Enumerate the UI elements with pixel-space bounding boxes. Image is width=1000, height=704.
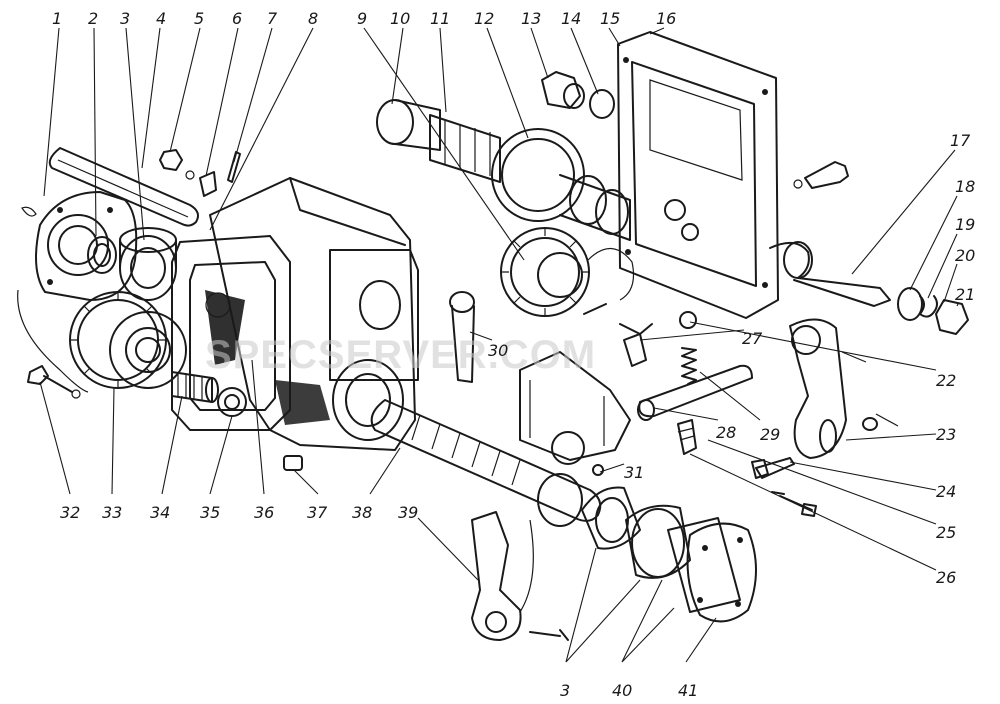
callout-33: 33: [102, 503, 122, 522]
callout-16: 16: [656, 9, 676, 28]
callout-24: 24: [936, 482, 956, 501]
part-3b-tapered-bearing: [581, 486, 641, 550]
part-22-washer: [583, 303, 697, 335]
callout-3-bottom: 3: [560, 681, 570, 700]
part-38-shaft: [370, 399, 602, 527]
part-41-end-cover: [686, 522, 757, 623]
part-14-ring: [589, 89, 615, 119]
part-35-washer: [217, 387, 247, 417]
callout-36: 36: [254, 503, 274, 522]
part-4-shaft: [48, 147, 199, 227]
callout-labels: 1 2 3 4 5 6 7 8 9 10 11 12 13 14 15 16 1…: [52, 9, 975, 700]
callout-18: 18: [955, 177, 975, 196]
part-40-bearing-cup: [625, 504, 741, 613]
part-16-top-cover: [617, 31, 779, 319]
callout-11: 11: [430, 9, 450, 28]
callout-38: 38: [352, 503, 372, 522]
callout-30: 30: [488, 341, 508, 360]
part-2-ring: [87, 236, 117, 274]
callout-31: 31: [624, 463, 644, 482]
callout-10: 10: [390, 9, 410, 28]
part-5-nut: [159, 149, 195, 180]
callout-9: 9: [357, 9, 367, 28]
callout-4: 4: [156, 9, 166, 28]
callout-19: 19: [955, 215, 975, 234]
callout-8: 8: [308, 9, 318, 28]
part-6-lock-plate: [199, 171, 217, 197]
part-9-gear: [500, 227, 635, 317]
callout-13: 13: [521, 9, 541, 28]
callout-29: 29: [760, 425, 780, 444]
callout-7: 7: [267, 9, 278, 28]
callout-40: 40: [612, 681, 632, 700]
parts-illustration: [17, 31, 969, 641]
callout-25: 25: [936, 523, 956, 542]
part-1-flange-cover: [21, 191, 138, 301]
callout-26: 26: [936, 568, 956, 587]
part-17-rod: [769, 241, 891, 307]
callout-5: 5: [194, 9, 204, 28]
callout-39: 39: [398, 503, 418, 522]
callout-1: 1: [52, 9, 62, 28]
part-33-gear: [69, 291, 187, 389]
part-29-spring: [681, 347, 697, 385]
part-39-fork: [471, 511, 569, 641]
callout-6: 6: [232, 9, 242, 28]
callout-35: 35: [200, 503, 220, 522]
part-13-fitting: [541, 71, 585, 109]
part-25-bolt: [771, 491, 817, 517]
callout-3: 3: [120, 9, 130, 28]
part-3-bearing: [119, 227, 177, 301]
part-17-bolt: [793, 161, 849, 189]
part-23-shift-fork: [789, 318, 899, 459]
callout-41: 41: [678, 681, 698, 700]
part-18-21-hardware: [897, 287, 969, 335]
part-24-bolt: [751, 457, 795, 479]
callout-20: 20: [955, 246, 975, 265]
part-30-lever: [449, 291, 475, 383]
callout-22: 22: [936, 371, 956, 390]
callout-21: 21: [955, 285, 975, 304]
part-37-plug: [283, 455, 303, 471]
callout-34: 34: [150, 503, 170, 522]
part-34-bushing: [171, 371, 219, 403]
callout-27: 27: [742, 329, 763, 348]
part-27-pin: [623, 333, 647, 367]
part-32-bolt: [17, 289, 89, 399]
part-31-bracket: [519, 351, 631, 476]
callout-37: 37: [307, 503, 328, 522]
callout-14: 14: [561, 9, 581, 28]
callout-17: 17: [950, 131, 971, 150]
main-housing: [209, 177, 419, 451]
callout-32: 32: [60, 503, 80, 522]
upper-shaft-assembly: [376, 99, 631, 241]
part-7-pin: [227, 151, 241, 183]
callout-15: 15: [600, 9, 620, 28]
callout-12: 12: [474, 9, 494, 28]
callout-23: 23: [936, 425, 956, 444]
callout-2: 2: [88, 9, 98, 28]
housing-gasket-frame: [171, 235, 291, 431]
part-28-rod: [637, 364, 753, 421]
watermark-text: SPECSERVER.COM: [205, 333, 596, 377]
part-26-fitting: [677, 419, 697, 455]
leader-lines: [39, 27, 959, 663]
callout-28: 28: [716, 423, 736, 442]
